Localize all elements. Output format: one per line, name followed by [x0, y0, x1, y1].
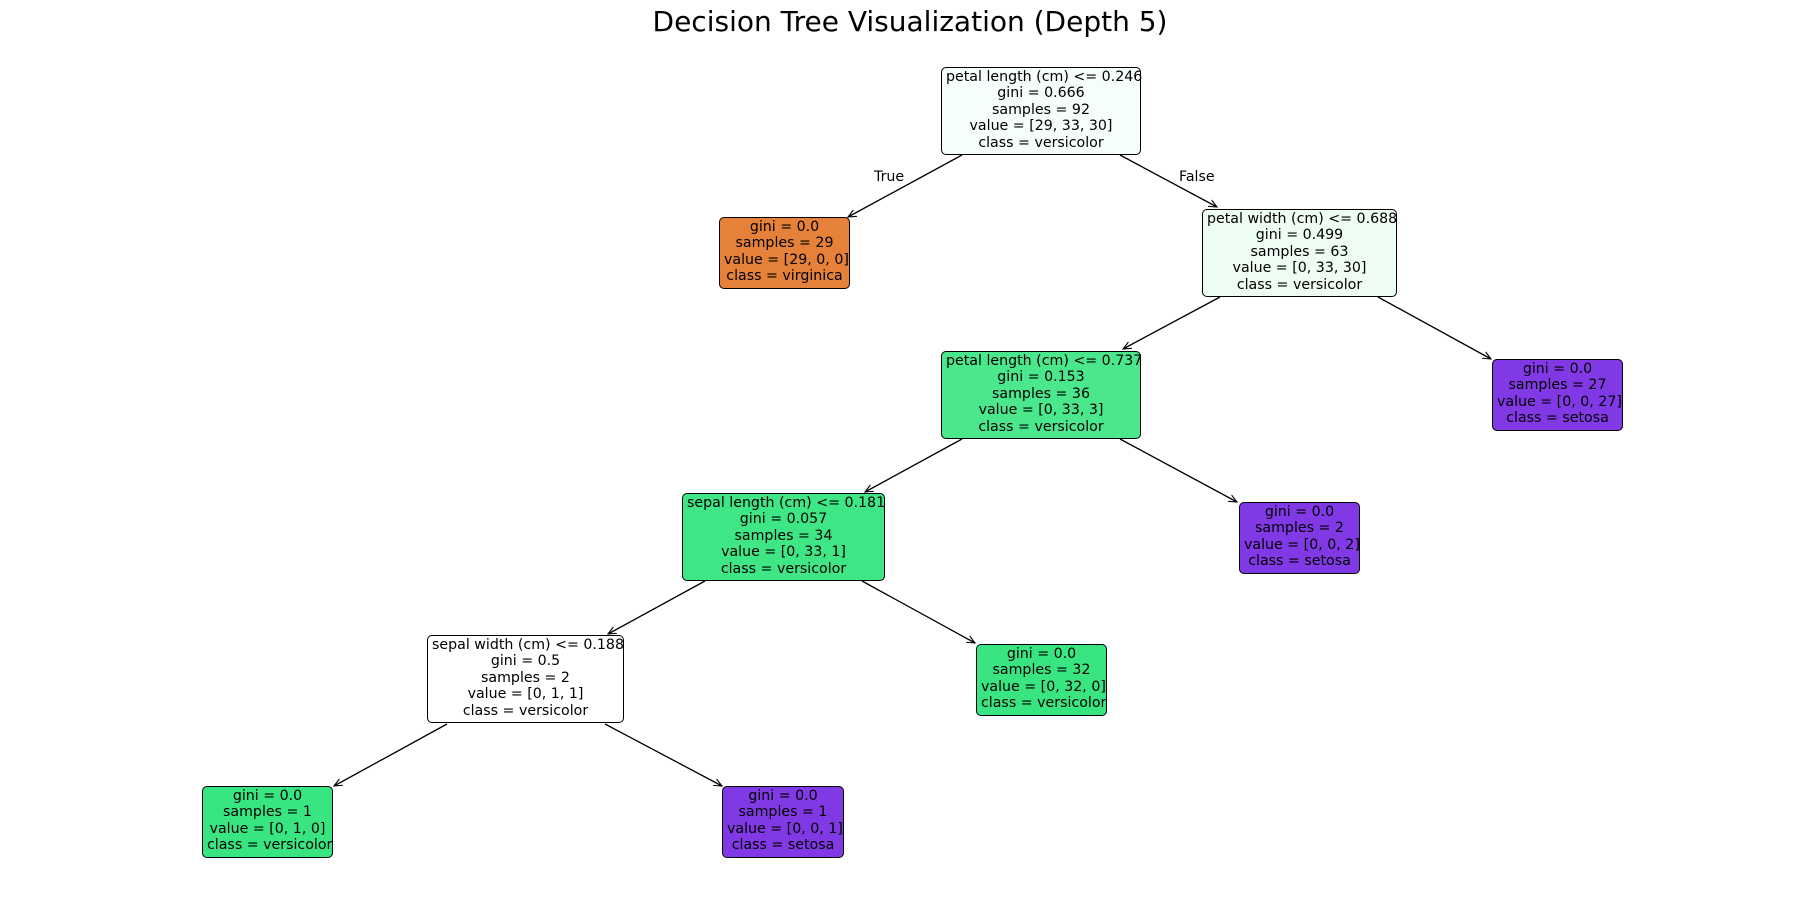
edge-label-true: True: [874, 169, 905, 185]
node-class: class = versicolor: [207, 837, 333, 854]
tree-leaf-versicolor-1: gini = 0.0 samples = 1 value = [0, 1, 0]…: [202, 786, 333, 858]
tree-node-petal-length-2: petal length (cm) <= 0.737 gini = 0.153 …: [941, 351, 1143, 439]
edge-n2-n4: [1377, 296, 1491, 359]
node-value: value = [0, 33, 1]: [721, 544, 846, 561]
node-class: class = versicolor: [720, 560, 847, 577]
node-class: class = setosa: [731, 837, 835, 854]
node-value: value = [0, 0, 1]: [727, 820, 843, 837]
node-gini: gini = 0.0: [232, 788, 303, 804]
edge-n3-n6: [1119, 438, 1237, 502]
node-gini: gini = 0.499: [1255, 227, 1344, 244]
diagram-title: Decision Tree Visualization (Depth 5): [652, 5, 1168, 38]
node-samples: samples = 29: [735, 235, 834, 252]
node-samples: samples = 2: [1255, 520, 1344, 537]
tree-node-sepal-width: sepal width (cm) <= 0.188 gini = 0.5 sam…: [427, 635, 624, 723]
node-gini: gini = 0.153: [997, 369, 1085, 386]
node-gini: gini = 0.0: [1264, 504, 1335, 520]
node-gini: gini = 0.0: [1006, 646, 1077, 662]
node-class: class = setosa: [1506, 410, 1609, 427]
edge-n5-n8: [861, 580, 975, 643]
node-class: class = versicolor: [1236, 276, 1363, 293]
node-value: value = [0, 33, 3]: [978, 402, 1104, 419]
node-value: value = [0, 1, 0]: [209, 820, 326, 837]
edge-n7-n9: [334, 723, 448, 786]
node-samples: samples = 32: [992, 662, 1091, 679]
node-split: sepal width (cm) <= 0.188: [432, 637, 624, 653]
node-samples: samples = 63: [1250, 243, 1349, 260]
edge-n5-n7: [608, 580, 706, 634]
tree-leaf-virginica: gini = 0.0 samples = 29 value = [29, 0, …: [719, 217, 850, 289]
edge-n2-n3: [1123, 296, 1221, 349]
edge-n0-n1: [848, 154, 963, 217]
tree-node-petal-width: petal width (cm) <= 0.688 gini = 0.499 s…: [1202, 209, 1397, 297]
node-class: class = versicolor: [978, 418, 1104, 435]
node-split: sepal length (cm) <= 0.181: [687, 495, 886, 511]
node-value: value = [0, 0, 2]: [1244, 536, 1360, 553]
node-class: class = virginica: [726, 268, 843, 285]
node-samples: samples = 27: [1508, 377, 1607, 394]
node-samples: samples = 34: [734, 527, 833, 544]
node-gini: gini = 0.666: [997, 85, 1085, 102]
tree-leaf-setosa-1: gini = 0.0 samples = 1 value = [0, 0, 1]…: [722, 786, 844, 858]
node-split: petal length (cm) <= 0.737: [946, 353, 1143, 369]
node-gini: gini = 0.0: [748, 788, 818, 804]
node-samples: samples = 1: [738, 804, 828, 821]
node-class: class = versicolor: [462, 702, 589, 719]
node-split: petal length (cm) <= 0.246: [946, 69, 1143, 85]
node-value: value = [0, 33, 30]: [1232, 260, 1367, 277]
node-split: petal width (cm) <= 0.688: [1207, 211, 1398, 227]
tree-leaf-versicolor-32: gini = 0.0 samples = 32 value = [0, 32, …: [976, 644, 1107, 716]
tree-leaf-setosa-2: gini = 0.0 samples = 2 value = [0, 0, 2]…: [1239, 502, 1360, 574]
node-gini: gini = 0.0: [1522, 361, 1593, 377]
node-class: class = versicolor: [981, 695, 1107, 712]
edge-label-false: False: [1179, 169, 1215, 185]
node-samples: samples = 1: [223, 804, 312, 821]
node-class: class = versicolor: [978, 134, 1104, 151]
node-gini: gini = 0.0: [749, 219, 820, 235]
node-gini: gini = 0.5: [490, 653, 561, 670]
tree-leaf-setosa-27: gini = 0.0 samples = 27 value = [0, 0, 2…: [1492, 359, 1623, 431]
node-value: value = [0, 32, 0]: [981, 678, 1106, 695]
node-class: class = setosa: [1248, 553, 1351, 570]
node-samples: samples = 92: [992, 101, 1090, 118]
node-gini: gini = 0.057: [739, 511, 828, 528]
node-value: value = [0, 1, 1]: [467, 686, 584, 703]
edge-n7-n10: [604, 723, 722, 786]
tree-node-root: petal length (cm) <= 0.246 gini = 0.666 …: [941, 67, 1143, 155]
node-value: value = [29, 0, 0]: [724, 251, 849, 268]
edge-n0-n2: [1119, 154, 1217, 207]
node-value: value = [0, 0, 27]: [1497, 393, 1622, 410]
node-samples: samples = 36: [992, 385, 1090, 402]
node-samples: samples = 2: [481, 669, 570, 686]
edge-n3-n5: [865, 438, 963, 492]
node-value: value = [29, 33, 30]: [969, 118, 1113, 135]
tree-node-sepal-length: sepal length (cm) <= 0.181 gini = 0.057 …: [682, 493, 885, 581]
